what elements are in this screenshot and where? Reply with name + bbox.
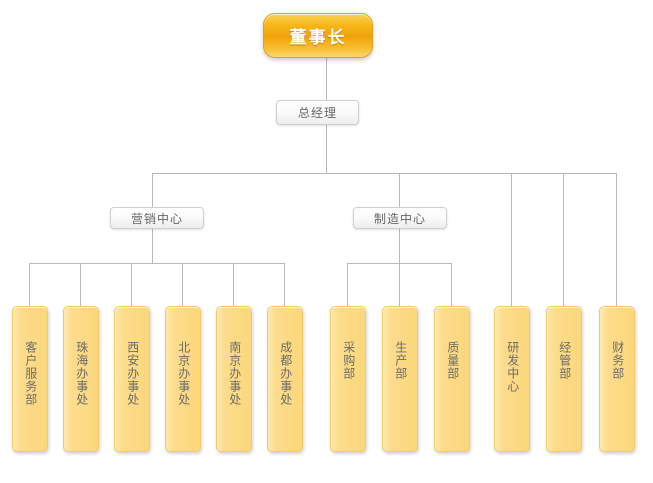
node-label: 研发中心 bbox=[505, 341, 520, 393]
connector-drop-xian bbox=[131, 263, 132, 306]
connector-drop-beijing bbox=[182, 263, 183, 306]
node-rnd-center[interactable]: 研发中心 bbox=[494, 306, 530, 452]
connector-drop-customer-service bbox=[29, 263, 30, 306]
node-management-dept[interactable]: 经管部 bbox=[546, 306, 582, 452]
node-chairman[interactable]: 董事长 bbox=[263, 13, 373, 58]
node-chengdu-office[interactable]: 成都办事处 bbox=[267, 306, 303, 452]
node-label: 经管部 bbox=[557, 341, 572, 380]
node-manufacturing-center[interactable]: 制造中心 bbox=[353, 207, 447, 229]
node-label: 客户服务部 bbox=[23, 341, 38, 406]
connector-root-to-gm bbox=[326, 58, 327, 100]
node-beijing-office[interactable]: 北京办事处 bbox=[165, 306, 201, 452]
node-zhuhai-office[interactable]: 珠海办事处 bbox=[63, 306, 99, 452]
node-marketing-center[interactable]: 营销中心 bbox=[110, 207, 204, 229]
connector-gm-down bbox=[326, 125, 327, 173]
node-customer-service-dept[interactable]: 客户服务部 bbox=[12, 306, 48, 452]
node-label: 珠海办事处 bbox=[74, 341, 89, 406]
connector-manufacturing-down bbox=[399, 229, 400, 263]
node-production-dept[interactable]: 生产部 bbox=[382, 306, 418, 452]
connector-drop-finance bbox=[616, 173, 617, 306]
connector-drop-rnd bbox=[511, 173, 512, 306]
node-label: 南京办事处 bbox=[227, 341, 242, 406]
node-xian-office[interactable]: 西安办事处 bbox=[114, 306, 150, 452]
node-quality-dept[interactable]: 质量部 bbox=[434, 306, 470, 452]
connector-drop-manufacturing bbox=[399, 173, 400, 207]
connector-drop-nanjing bbox=[233, 263, 234, 306]
connector-main-bus bbox=[152, 173, 616, 174]
node-label: 财务部 bbox=[610, 341, 625, 380]
node-general-manager[interactable]: 总经理 bbox=[276, 100, 359, 125]
node-label: 北京办事处 bbox=[176, 341, 191, 406]
connector-drop-chengdu bbox=[284, 263, 285, 306]
node-finance-dept[interactable]: 财务部 bbox=[599, 306, 635, 452]
node-label: 采购部 bbox=[341, 341, 356, 380]
node-label: 西安办事处 bbox=[125, 341, 140, 406]
connector-drop-marketing bbox=[152, 173, 153, 207]
connector-drop-production bbox=[399, 263, 400, 306]
connector-drop-procurement bbox=[347, 263, 348, 306]
connector-marketing-down bbox=[152, 229, 153, 263]
connector-drop-management bbox=[563, 173, 564, 306]
node-nanjing-office[interactable]: 南京办事处 bbox=[216, 306, 252, 452]
node-label: 质量部 bbox=[445, 341, 460, 380]
node-procurement-dept[interactable]: 采购部 bbox=[330, 306, 366, 452]
connector-marketing-bus bbox=[29, 263, 284, 264]
connector-drop-quality bbox=[451, 263, 452, 306]
node-label: 生产部 bbox=[393, 341, 408, 380]
node-label: 成都办事处 bbox=[278, 341, 293, 406]
connector-drop-zhuhai bbox=[80, 263, 81, 306]
